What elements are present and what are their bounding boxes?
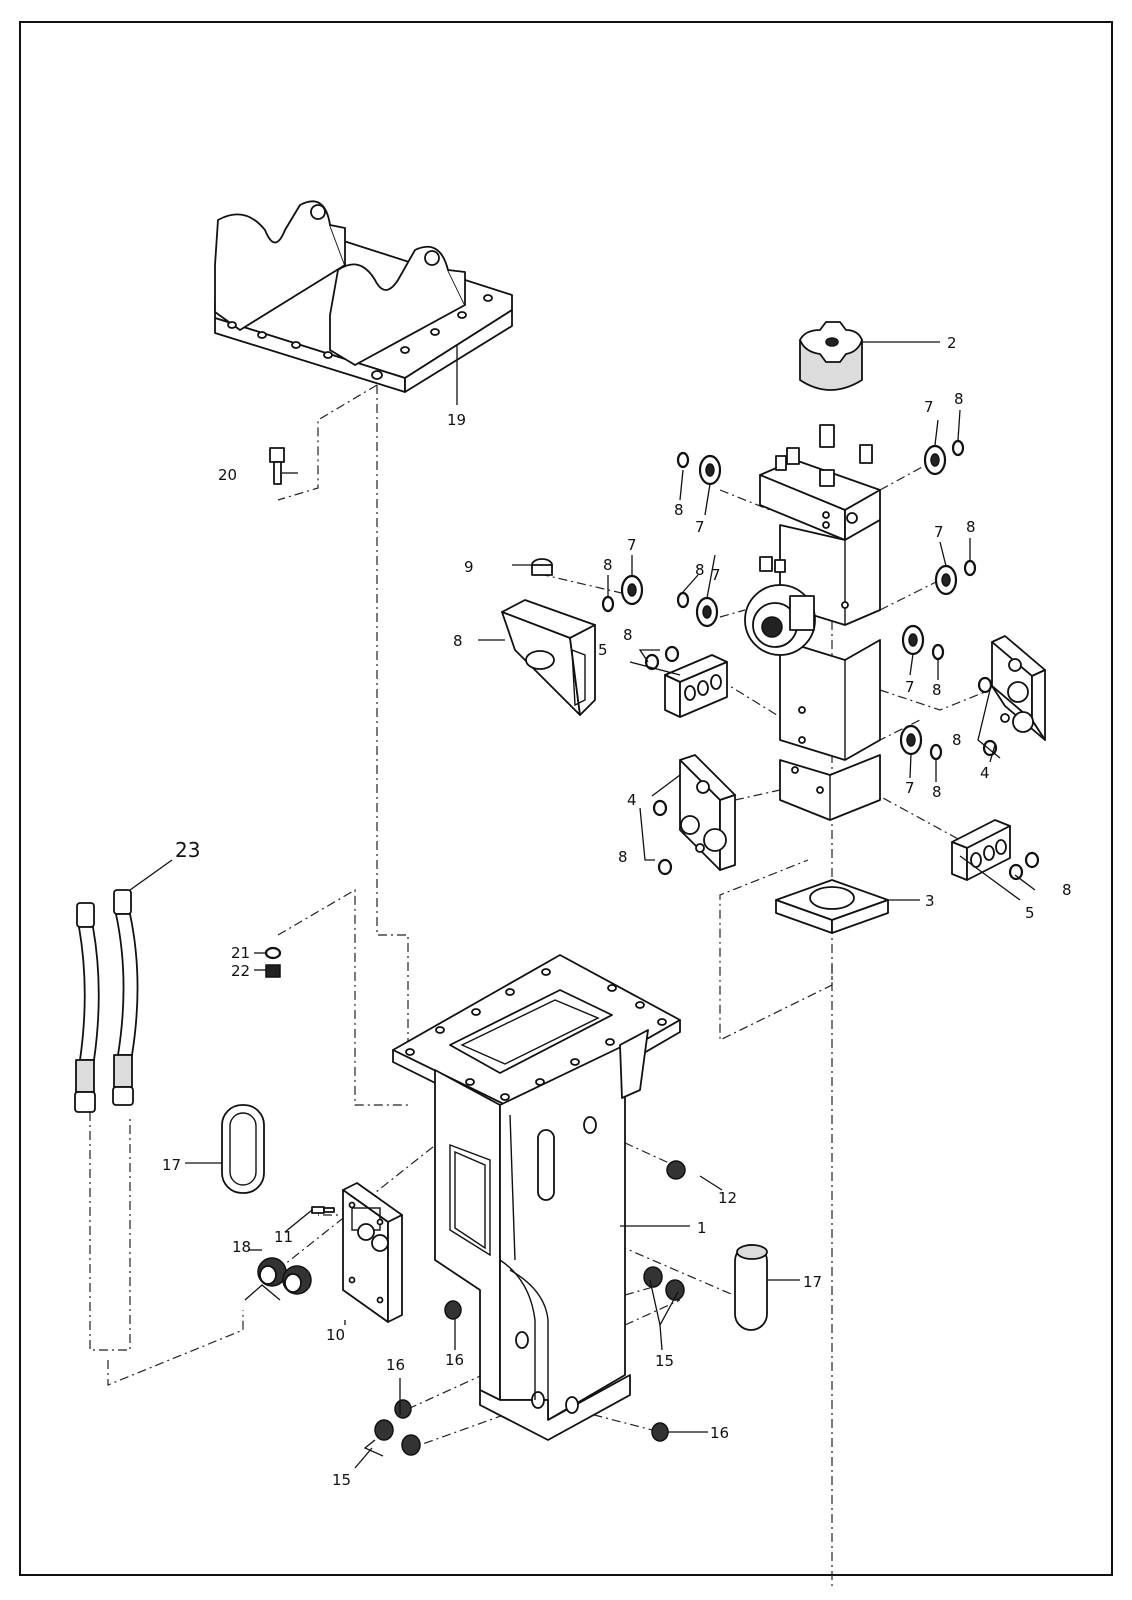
hose-fittings-18 (257, 1257, 312, 1295)
callout-3: 3 (925, 892, 935, 910)
callout-8-plate4-right: 8 (952, 731, 962, 749)
drawing-border (19, 21, 1113, 1576)
bracket-holes (227, 294, 493, 380)
callout-11: 11 (274, 1228, 293, 1246)
callout-7-ring-a: 7 (695, 518, 705, 536)
callout-8-ring-g: 8 (932, 783, 942, 801)
manifold-plate-5-lower (951, 819, 1040, 881)
hoses-23 (74, 889, 139, 1113)
callout-7-ring-e: 7 (934, 523, 944, 541)
callout-12: 12 (718, 1189, 737, 1207)
callout-20: 20 (218, 466, 237, 484)
callout-16-left: 16 (386, 1356, 405, 1374)
callout-8-block: 8 (453, 632, 463, 650)
valve-body (744, 424, 881, 821)
callout-8-ring-e: 8 (966, 518, 976, 536)
callout-22: 22 (231, 962, 250, 980)
callout-8-plate5-upper: 8 (623, 626, 633, 644)
seal-rings (601, 439, 977, 761)
callout-8-plate4-left: 8 (618, 848, 628, 866)
callout-5-lower: 5 (1025, 904, 1035, 922)
side-cover-10 (342, 1182, 403, 1323)
cover-plate-4-right (977, 635, 1046, 757)
top-cap (799, 321, 863, 391)
bolt-20 (269, 447, 285, 485)
callout-7-ring-b: 7 (924, 398, 934, 416)
small-block (501, 558, 596, 716)
flange-holes (405, 968, 667, 1101)
callout-17-left: 17 (162, 1156, 181, 1174)
callout-8-plate5-lower: 8 (1062, 881, 1072, 899)
callout-4-left: 4 (627, 791, 637, 809)
manifold-plate-5-upper (644, 645, 728, 718)
callout-21: 21 (231, 944, 250, 962)
callout-1: 1 (697, 1219, 707, 1237)
washer-nut (264, 946, 282, 978)
callout-15-left: 15 (332, 1471, 351, 1489)
wear-plate-3 (775, 879, 889, 934)
callout-4-right: 4 (980, 764, 990, 782)
callout-16-right: 16 (710, 1424, 729, 1442)
cover-plate-4-left (652, 754, 736, 876)
callout-8-ring-c: 8 (603, 556, 613, 574)
callout-9: 9 (464, 558, 474, 576)
callout-5-upper: 5 (598, 641, 608, 659)
callout-2: 2 (947, 334, 957, 352)
callout-7-ring-d: 7 (711, 566, 721, 584)
callout-8-ring-a: 8 (674, 501, 684, 519)
callout-8-ring-d: 8 (695, 561, 705, 579)
callout-8-ring-f: 8 (932, 681, 942, 699)
callout-7-ring-c: 7 (627, 536, 637, 554)
callout-labels: 2 3 1 19 20 9 8 12 17 17 16 16 16 15 15 … (162, 334, 1072, 1489)
callout-7-ring-g: 7 (905, 779, 915, 797)
callout-17-right: 17 (803, 1273, 822, 1291)
callout-19: 19 (447, 411, 466, 429)
plug-cover-17-right (734, 1244, 768, 1331)
callout-10: 10 (326, 1326, 345, 1344)
leader-lines (129, 341, 1036, 1469)
callout-23: 23 (175, 838, 200, 862)
callout-16-mid: 16 (445, 1351, 464, 1369)
callout-8-ring-b: 8 (954, 390, 964, 408)
plug-cover-17-left (221, 1104, 265, 1194)
screw-11 (311, 1206, 335, 1214)
callout-15-right: 15 (655, 1352, 674, 1370)
callout-18: 18 (232, 1238, 251, 1256)
main-housing (392, 954, 681, 1441)
callout-7-ring-f: 7 (905, 678, 915, 696)
plugs (374, 1160, 686, 1456)
top-bracket (214, 200, 513, 393)
